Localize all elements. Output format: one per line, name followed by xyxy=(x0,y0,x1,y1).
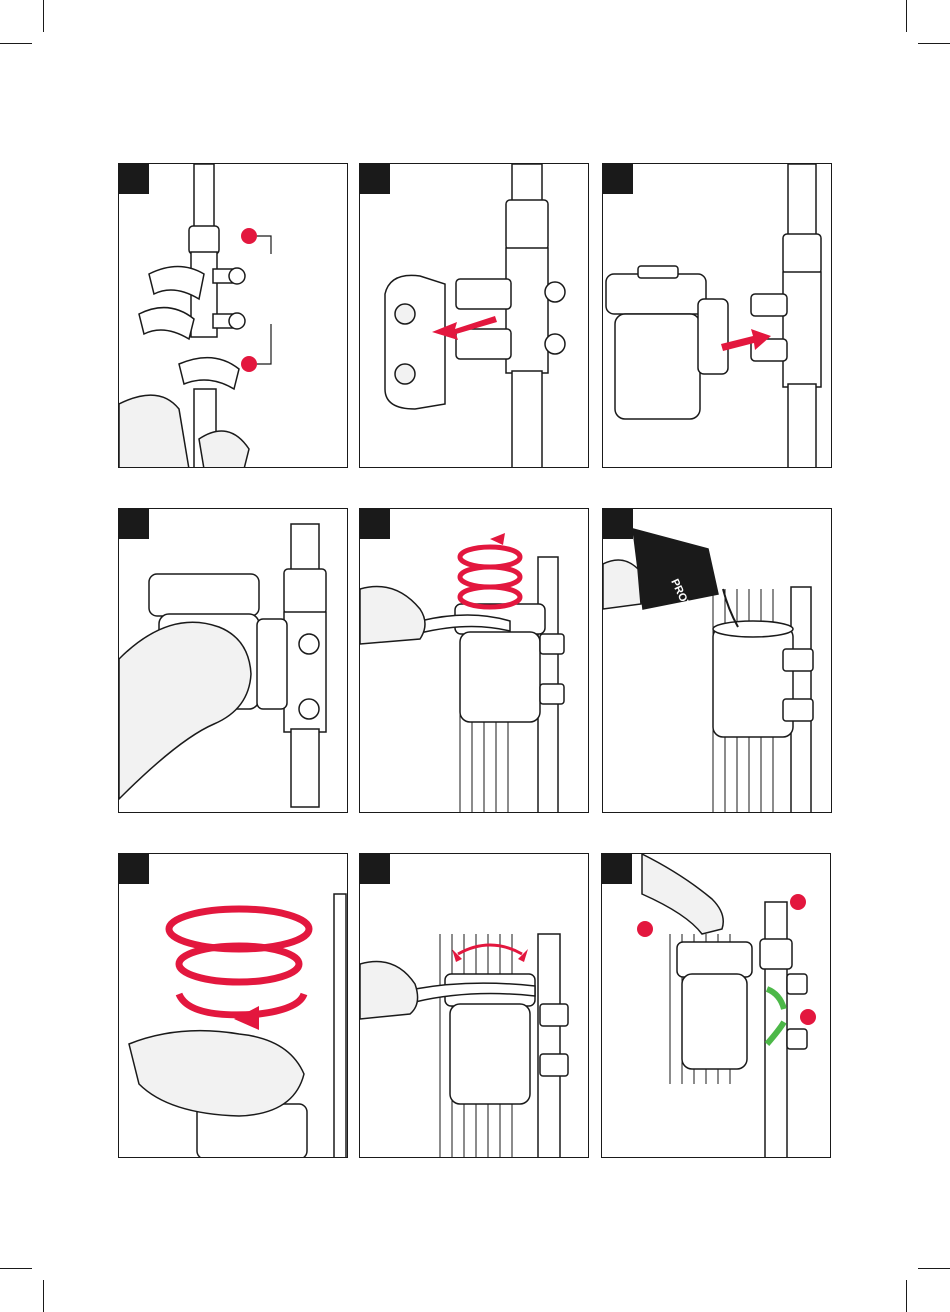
crop-mark xyxy=(906,1280,907,1312)
step-panel-8 xyxy=(359,853,589,1158)
crop-mark xyxy=(906,0,907,32)
screw-cap-illustration xyxy=(119,854,348,1158)
crop-mark xyxy=(918,43,950,44)
step-panel-5 xyxy=(359,508,589,813)
step-number xyxy=(603,164,633,194)
step-number xyxy=(602,854,632,884)
remove-spacer-illustration xyxy=(360,164,589,468)
pour-protector-illustration: PROTECTOR xyxy=(603,509,832,813)
step-number xyxy=(603,509,633,539)
step-panel-2 xyxy=(359,163,589,468)
step-panel-7 xyxy=(118,853,348,1158)
wrench-loosening-illustration xyxy=(119,164,348,468)
step-number xyxy=(119,164,149,194)
crop-mark xyxy=(0,43,32,44)
attach-filter-illustration xyxy=(603,164,832,468)
step-number xyxy=(360,854,390,884)
step-panel-3 xyxy=(602,163,832,468)
step-number xyxy=(360,164,390,194)
step-panel-9 xyxy=(601,853,831,1158)
crop-mark xyxy=(43,1280,44,1312)
crop-mark xyxy=(918,1268,950,1269)
open-valves-illustration xyxy=(602,854,831,1158)
step-number xyxy=(119,854,149,884)
step-panel-6: PROTECTOR xyxy=(602,508,832,813)
spanner-tighten-illustration xyxy=(360,854,589,1158)
step-number xyxy=(119,509,149,539)
crop-mark xyxy=(0,1268,32,1269)
hand-tightening-illustration xyxy=(119,509,348,813)
step-panel-1 xyxy=(118,163,348,468)
step-panel-4 xyxy=(118,508,348,813)
spanner-unscrew-illustration xyxy=(360,509,589,813)
crop-mark xyxy=(43,0,44,32)
step-number xyxy=(360,509,390,539)
